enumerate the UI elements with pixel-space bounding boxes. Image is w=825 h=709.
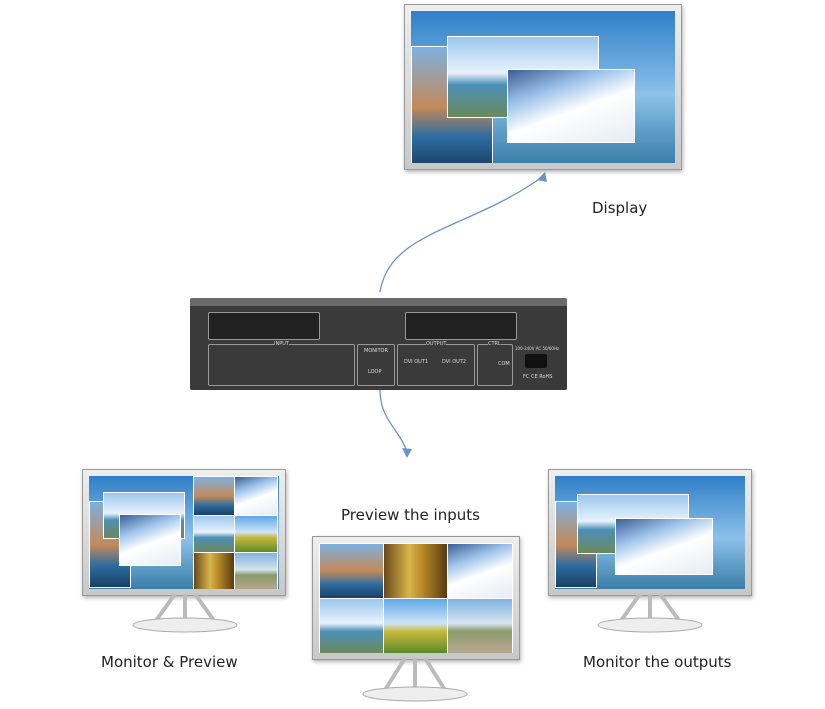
thumb-field bbox=[234, 515, 278, 553]
monitor-panel: MONITOR LOOP bbox=[357, 344, 395, 386]
arrow-head-up bbox=[537, 172, 547, 182]
ski-image bbox=[507, 69, 635, 143]
ctrl-panel: CTRL COM bbox=[477, 341, 513, 386]
preview-inputs-screen bbox=[312, 536, 520, 660]
thumb-autumn bbox=[193, 552, 235, 589]
thumb-ski bbox=[234, 476, 278, 516]
arrow-to-monitors bbox=[379, 389, 408, 453]
thumb-road bbox=[234, 552, 278, 589]
monitor-outputs-label: Monitor the outputs bbox=[583, 653, 732, 671]
monitor-preview-label: Monitor & Preview bbox=[101, 653, 238, 671]
input-card-1 bbox=[208, 312, 320, 340]
thumb-coast bbox=[193, 515, 235, 553]
arrow-to-display bbox=[379, 174, 546, 293]
output-panel: OUTPUT DVI OUT1 DVI OUT2 bbox=[397, 341, 475, 386]
preview-inputs-label: Preview the inputs bbox=[341, 506, 480, 524]
input-autumn bbox=[383, 543, 448, 599]
thumb-city bbox=[193, 476, 235, 516]
input-road bbox=[447, 598, 513, 653]
display-screen bbox=[404, 4, 682, 170]
input-card-2 bbox=[405, 312, 517, 340]
output-label: OUTPUT bbox=[426, 341, 447, 347]
ctrl-label: CTRL bbox=[488, 341, 501, 347]
monitor-label: MONITOR bbox=[364, 348, 388, 354]
video-processor-device: INPUT MONITOR LOOP OUTPUT DVI OUT1 DVI O… bbox=[190, 298, 567, 390]
dvi-out2-label: DVI OUT2 bbox=[442, 359, 467, 365]
loop-label: LOOP bbox=[368, 369, 382, 375]
monitor-stand bbox=[597, 594, 703, 633]
display-label: Display bbox=[592, 199, 648, 217]
input-field bbox=[383, 598, 448, 653]
dvi-out1-label: DVI OUT1 bbox=[404, 359, 429, 365]
input-panel: INPUT bbox=[208, 341, 355, 386]
monitor-outputs-screen bbox=[548, 469, 752, 596]
ski-image bbox=[615, 518, 713, 575]
input-coast bbox=[319, 598, 384, 653]
com-label: COM bbox=[498, 361, 510, 367]
input-ski bbox=[447, 543, 513, 599]
monitor-stand bbox=[362, 658, 468, 702]
power-label: 100-240V AC 50/60Hz bbox=[515, 346, 560, 351]
power-socket bbox=[525, 354, 547, 368]
arrow-head-down bbox=[402, 448, 412, 458]
monitor-stand bbox=[132, 594, 238, 633]
input-city bbox=[319, 543, 384, 599]
monitor-preview-screen bbox=[82, 469, 286, 596]
ski-image bbox=[119, 514, 181, 566]
cert-label: FC CE RoHS bbox=[523, 374, 553, 380]
input-label: INPUT bbox=[274, 341, 289, 347]
